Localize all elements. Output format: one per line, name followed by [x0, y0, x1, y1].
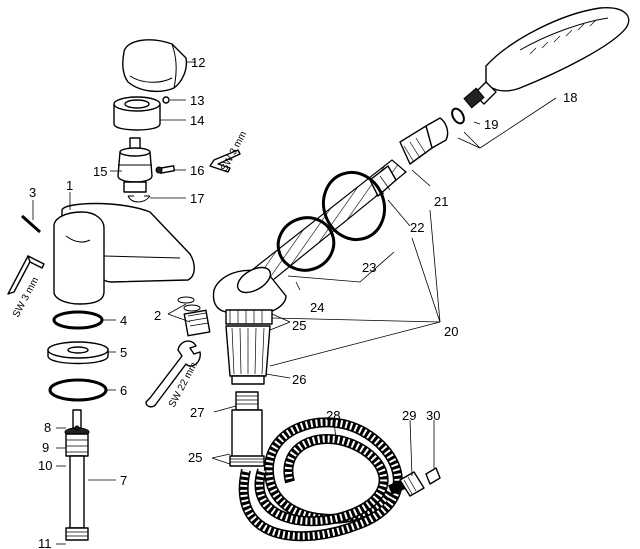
label-part-8: 8 [44, 420, 51, 435]
label-part-9: 9 [42, 440, 49, 455]
cartridge [117, 137, 153, 193]
label-part-22: 22 [410, 220, 424, 235]
hex-key-lower [7, 255, 45, 295]
hose-union-upper [399, 117, 449, 165]
label-part-30: 30 [426, 408, 440, 423]
filter-body [225, 325, 271, 385]
label-part-5: 5 [120, 345, 127, 360]
label-part-19: 19 [484, 117, 498, 132]
sealing-ring-upper [322, 170, 386, 242]
o-ring-small [52, 310, 104, 330]
label-part-11: 11 [38, 536, 52, 549]
sealing-ring-middle [276, 216, 336, 272]
screw-pin [21, 214, 41, 234]
label-part-29: 29 [402, 408, 416, 423]
label-part-18: 18 [563, 90, 577, 105]
fixing-screw [155, 165, 176, 174]
shower-connector [451, 87, 485, 125]
label-part-6: 6 [120, 383, 127, 398]
hand-shower [473, 7, 630, 105]
label-part-12: 12 [191, 55, 205, 70]
label-part-16: 16 [190, 163, 204, 178]
diverter-elbow [212, 266, 287, 325]
label-part-24: 24 [310, 300, 324, 315]
label-part-25-upper: 25 [292, 318, 306, 333]
hex-key-upper [209, 149, 241, 173]
label-part-27: 27 [190, 405, 204, 420]
label-part-3: 3 [29, 185, 36, 200]
tool-label-hex-upper: SW 3 mm [219, 129, 249, 173]
label-part-17: 17 [190, 191, 204, 206]
cover-sleeve [113, 96, 161, 131]
label-part-1: 1 [66, 178, 73, 193]
aerator-assembly [177, 296, 211, 337]
label-part-26: 26 [292, 372, 306, 387]
label-part-10: 10 [38, 458, 52, 473]
label-part-23: 23 [362, 260, 376, 275]
shower-hose-coil [238, 417, 406, 542]
label-part-21: 21 [434, 194, 448, 209]
label-part-25-lower: 25 [188, 450, 202, 465]
bath-spout-body [53, 202, 195, 305]
retaining-clip [127, 195, 151, 203]
label-part-4: 4 [120, 313, 127, 328]
label-part-13: 13 [190, 93, 204, 108]
leader-lines [32, 61, 557, 545]
hose-nut [399, 471, 425, 497]
lower-adapter [229, 391, 265, 467]
label-part-14: 14 [190, 113, 204, 128]
lever-handle [122, 39, 188, 93]
spanner [145, 340, 201, 408]
grub-screw [162, 96, 170, 104]
label-part-2: 2 [154, 308, 161, 323]
label-part-28: 28 [326, 408, 340, 423]
label-part-20: 20 [444, 324, 458, 339]
label-part-7: 7 [120, 473, 127, 488]
hose-washer [425, 467, 441, 485]
o-ring-large [48, 378, 108, 402]
base-washer [47, 341, 109, 365]
mounting-shank [64, 409, 90, 541]
part-labels: 12 13 14 15 16 17 1 3 4 5 6 7 8 9 10 11 … [29, 55, 577, 549]
label-part-15: 15 [93, 164, 107, 179]
